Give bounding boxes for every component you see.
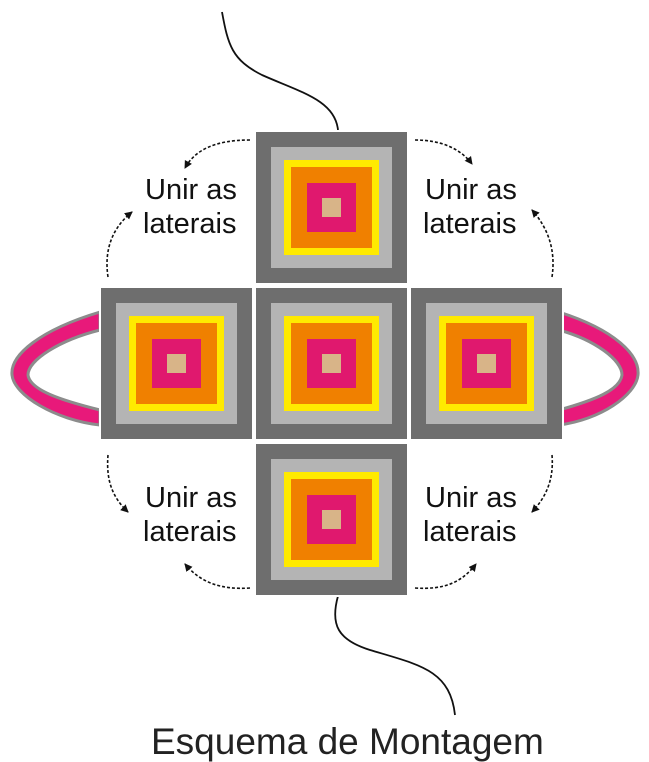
blocks-group — [99, 130, 564, 597]
block-right — [409, 286, 564, 441]
label-top-left-line1: Unir as — [145, 174, 237, 206]
block-center — [254, 286, 409, 441]
block-center-border — [254, 286, 409, 441]
block-top — [254, 130, 409, 285]
block-top-border — [254, 130, 409, 285]
label-bottom-right-line1: Unir as — [425, 482, 517, 514]
arrow-top-right-lower — [531, 209, 554, 278]
block-left-center-square — [167, 354, 186, 373]
right-strap — [557, 309, 640, 427]
block-right-center-square — [477, 354, 496, 373]
arrow-top-right-upper — [414, 139, 473, 165]
block-right-border — [409, 286, 564, 441]
label-top-right-line1: Unir as — [425, 174, 517, 206]
arrow-top-left-lower — [106, 211, 133, 278]
label-bottom-left-line2: laterais — [143, 516, 237, 548]
label-bottom-left-line1: Unir as — [145, 482, 237, 514]
label-top-left-line2: laterais — [143, 208, 237, 240]
block-bottom-center-square — [322, 510, 341, 529]
diagram-title: Esquema de Montagem — [151, 721, 544, 762]
label-top-right-line2: laterais — [423, 208, 517, 240]
block-top-center-square — [322, 198, 341, 217]
block-bottom-border — [254, 442, 409, 597]
arrow-bottom-left-upper — [106, 454, 129, 513]
arrow-bottom-right-lower — [414, 563, 477, 590]
block-bottom — [254, 442, 409, 597]
block-center-center-square — [322, 354, 341, 373]
bottom-thread — [334, 595, 456, 716]
block-left — [99, 286, 254, 441]
block-left-border — [99, 286, 254, 441]
arrow-bottom-right-upper — [531, 454, 554, 513]
arrow-top-left-upper — [184, 139, 251, 169]
left-strap — [10, 309, 102, 427]
label-bottom-right-line2: laterais — [423, 516, 517, 548]
arrow-bottom-left-lower — [184, 563, 251, 590]
top-thread — [221, 11, 339, 131]
